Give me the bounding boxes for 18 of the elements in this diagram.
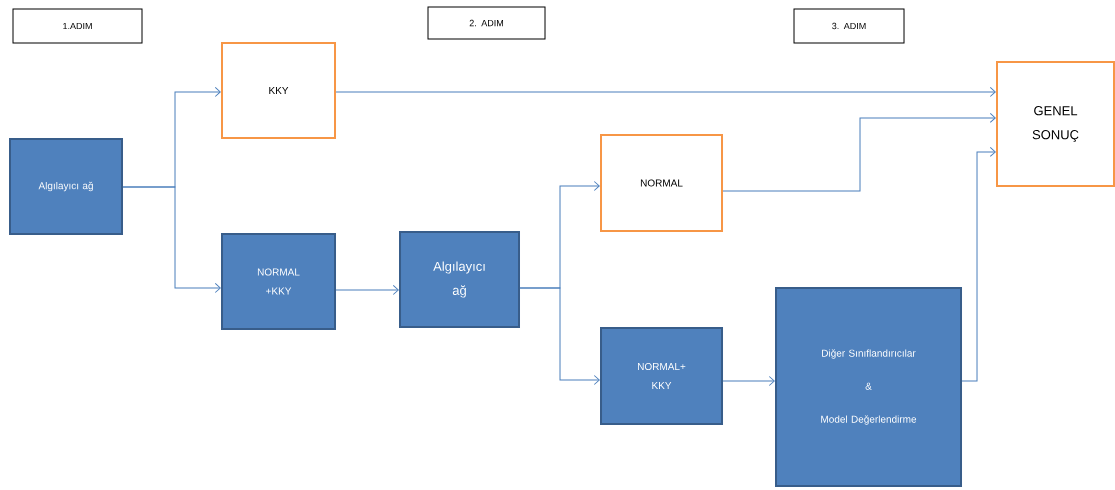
arrow — [961, 147, 996, 382]
arrow — [335, 285, 399, 295]
process-box: NORMAL +KKY — [221, 233, 336, 330]
step-box: 1.ADIM — [12, 8, 143, 44]
arrow — [335, 87, 996, 97]
process-box: Algılayıcı ağ — [399, 231, 520, 328]
arrow — [722, 113, 996, 192]
process-box: NORMAL+ KKY — [600, 327, 723, 425]
result-box: GENEL SONUÇ — [996, 61, 1115, 187]
process-box: Diğer Sınıflandırıcılar & Model Değerlendirme — [775, 287, 962, 487]
result-box: NORMAL — [600, 134, 723, 232]
process-box: Algılayıcı ağ — [9, 138, 123, 235]
step-box: 3. ADIM — [793, 8, 905, 44]
arrow — [722, 376, 775, 386]
arrow — [122, 186, 221, 293]
arrow — [519, 287, 600, 385]
step-box: 2. ADIM — [427, 6, 546, 40]
result-box: KKY — [221, 42, 336, 139]
